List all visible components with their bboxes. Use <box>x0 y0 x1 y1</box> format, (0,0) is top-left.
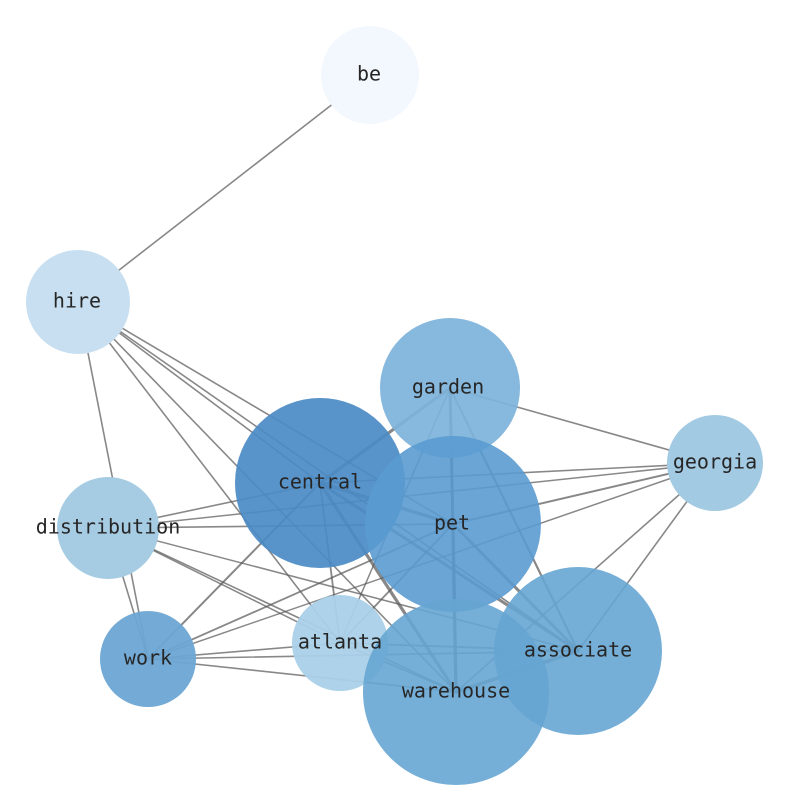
graph-node-work[interactable] <box>100 611 196 707</box>
graph-node-georgia[interactable] <box>667 415 763 511</box>
graph-edge <box>77 301 341 644</box>
labels-layer: be hire garden central pet georgia distributio… <box>36 62 757 703</box>
graph-node-label-hire: hire <box>53 289 101 313</box>
graph-node-be[interactable] <box>321 26 419 124</box>
graph-node-garden[interactable] <box>380 318 520 458</box>
graph-node-hire[interactable] <box>26 250 130 354</box>
graph-node-central[interactable] <box>235 398 405 568</box>
graph-node-label-associate: associate <box>524 638 632 662</box>
graph-node-label-be: be <box>357 62 381 86</box>
graph-node-label-central: central <box>278 470 362 494</box>
graph-edge <box>77 74 371 303</box>
graph-node-label-georgia: georgia <box>673 450 757 474</box>
graph-node-warehouse[interactable] <box>363 599 549 785</box>
graph-node-label-warehouse: warehouse <box>402 679 510 703</box>
graph-node-label-atlanta: atlanta <box>298 630 382 654</box>
nodes-layer <box>26 26 763 785</box>
graph-node-pet[interactable] <box>365 436 541 612</box>
graph-node-label-pet: pet <box>434 511 470 535</box>
graph-node-label-distribution: distribution <box>36 515 181 539</box>
graph-node-atlanta[interactable] <box>292 595 388 691</box>
graph-node-label-work: work <box>124 646 172 670</box>
graph-node-distribution[interactable] <box>57 477 159 579</box>
graph-node-label-garden: garden <box>412 375 484 399</box>
